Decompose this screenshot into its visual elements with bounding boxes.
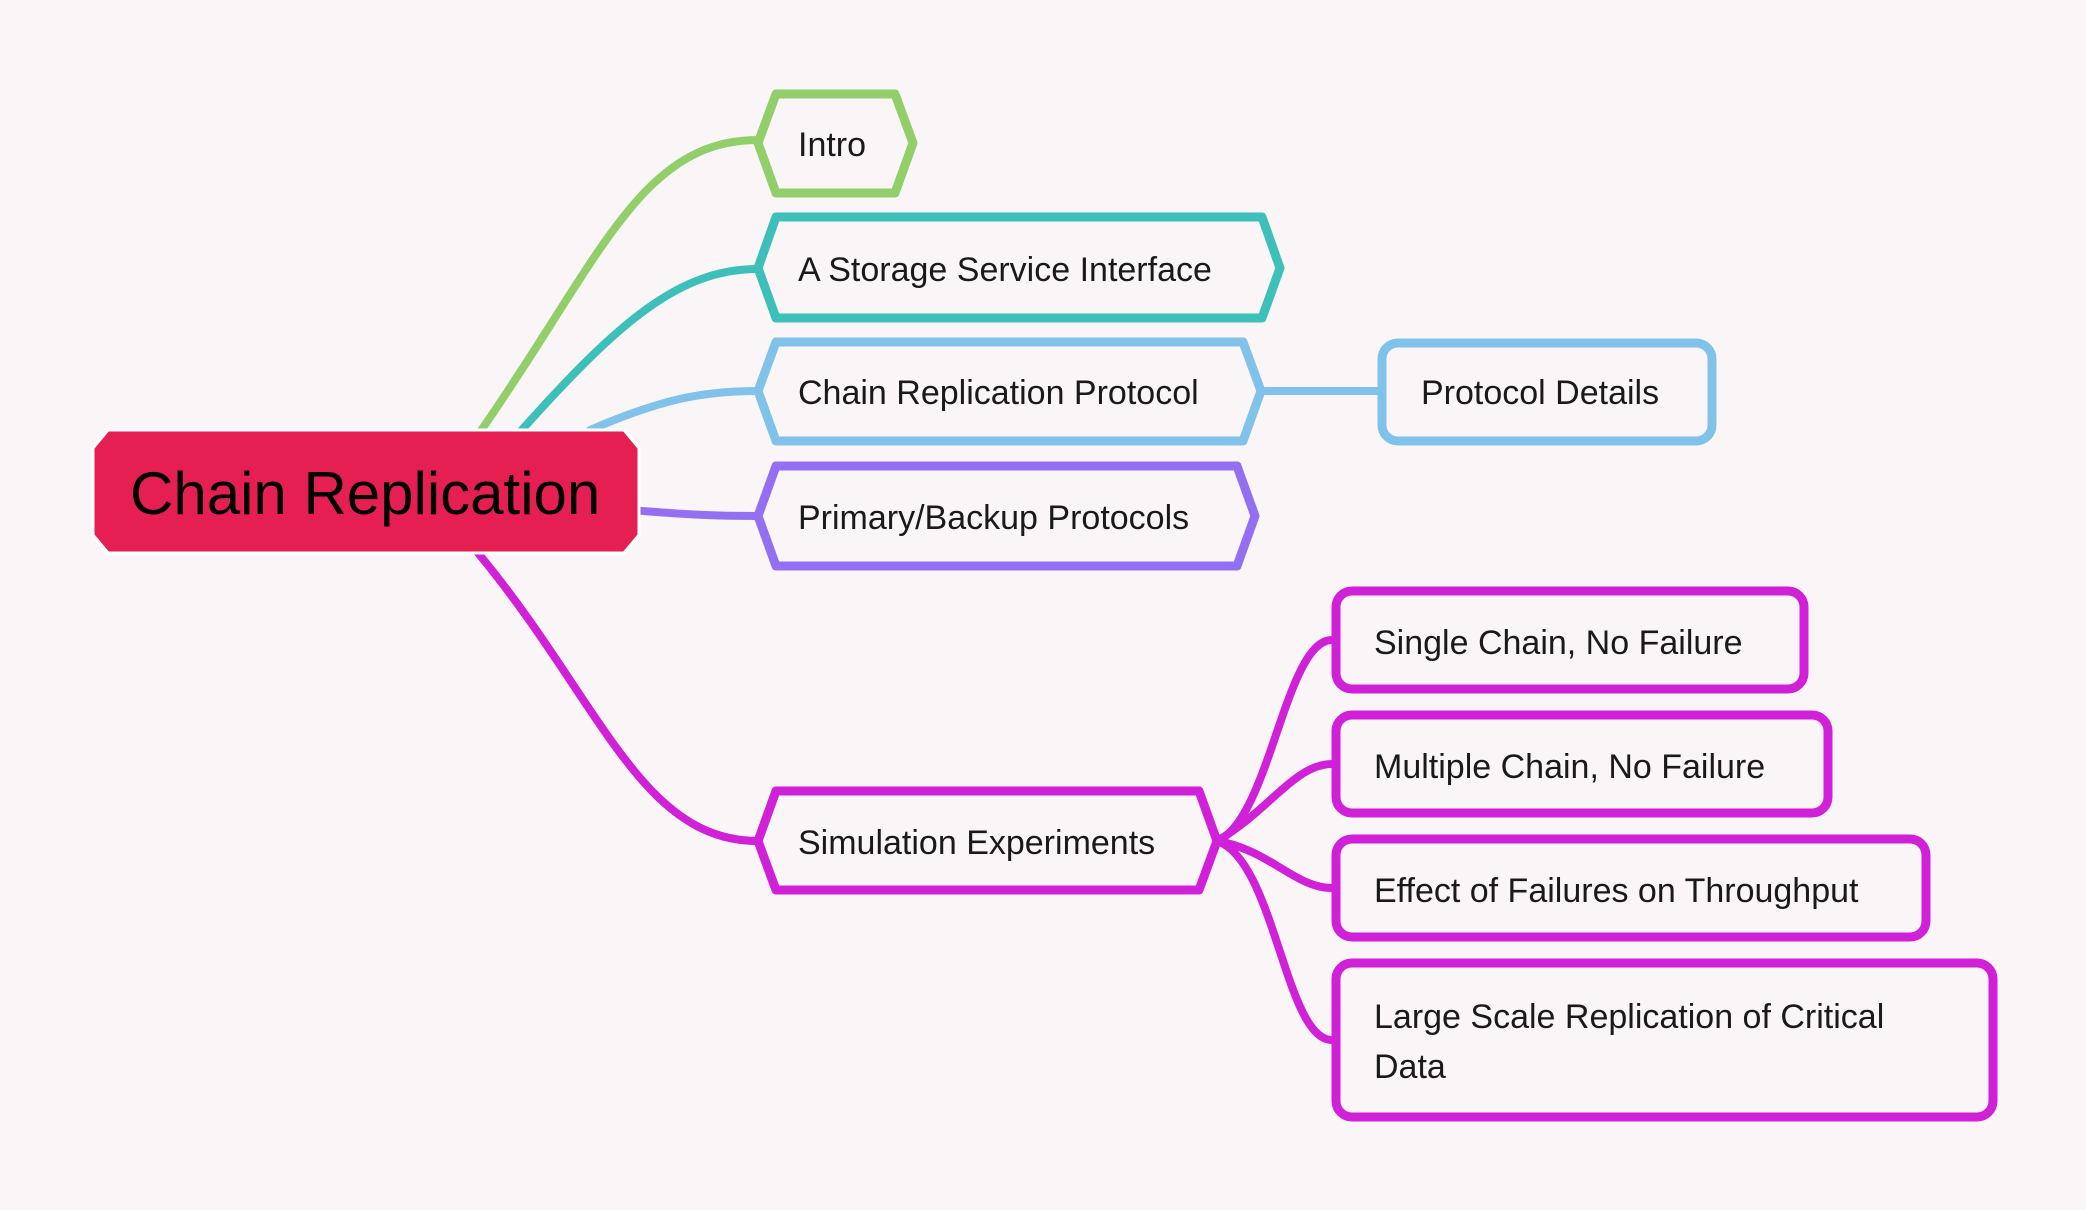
node-label: Multiple Chain, No Failure <box>1374 748 1765 786</box>
node-intro[interactable]: Intro <box>753 89 918 198</box>
node-shape <box>1331 958 1998 1122</box>
node-multiple-chain-no-failure[interactable]: Multiple Chain, No Failure <box>1331 710 1833 818</box>
edge-effect-failures <box>1213 837 1336 892</box>
node-shape <box>753 212 1285 323</box>
root-node[interactable]: Chain Replication <box>91 428 641 555</box>
edge-intro <box>476 136 762 436</box>
root-shape <box>91 428 641 555</box>
node-label: Single Chain, No Failure <box>1374 624 1743 662</box>
node-shape <box>753 337 1266 446</box>
edge-large-scale <box>1213 837 1336 1044</box>
edge-protocol <box>586 387 762 434</box>
edge-storage <box>516 265 762 436</box>
edge-primary-backup <box>626 506 762 520</box>
edge-simulation <box>474 549 762 845</box>
node-chain-replication-protocol[interactable]: Chain Replication Protocol <box>753 337 1266 446</box>
node-shape <box>1331 586 1809 694</box>
root-label: Chain Replication <box>130 460 600 527</box>
node-large-scale-replication[interactable]: Large Scale Replication of Critical Data <box>1331 958 1998 1122</box>
node-primary-backup-protocols[interactable]: Primary/Backup Protocols <box>753 461 1260 571</box>
node-label-line2: Data <box>1374 1048 1446 1086</box>
node-label: Chain Replication Protocol <box>798 374 1199 412</box>
node-shape <box>753 786 1222 895</box>
node-label: Effect of Failures on Throughput <box>1374 872 1859 910</box>
node-label: Simulation Experiments <box>798 824 1155 862</box>
node-simulation-experiments[interactable]: Simulation Experiments <box>753 786 1222 895</box>
node-storage-service-interface[interactable]: A Storage Service Interface <box>753 212 1285 323</box>
node-label: Intro <box>798 126 866 164</box>
node-label: Large Scale Replication of Critical <box>1374 998 1884 1036</box>
node-shape <box>1331 834 1931 942</box>
node-shape <box>753 461 1260 571</box>
node-effect-of-failures-on-throughput[interactable]: Effect of Failures on Throughput <box>1331 834 1931 942</box>
node-label: A Storage Service Interface <box>798 251 1212 289</box>
node-shape <box>1331 710 1833 818</box>
edge-multiple-chain <box>1213 760 1336 845</box>
node-protocol-details[interactable]: Protocol Details <box>1377 338 1717 446</box>
node-single-chain-no-failure[interactable]: Single Chain, No Failure <box>1331 586 1809 694</box>
node-shape <box>1377 338 1717 446</box>
node-label: Protocol Details <box>1421 374 1659 412</box>
node-label: Primary/Backup Protocols <box>798 499 1189 537</box>
node-shape <box>753 89 918 198</box>
